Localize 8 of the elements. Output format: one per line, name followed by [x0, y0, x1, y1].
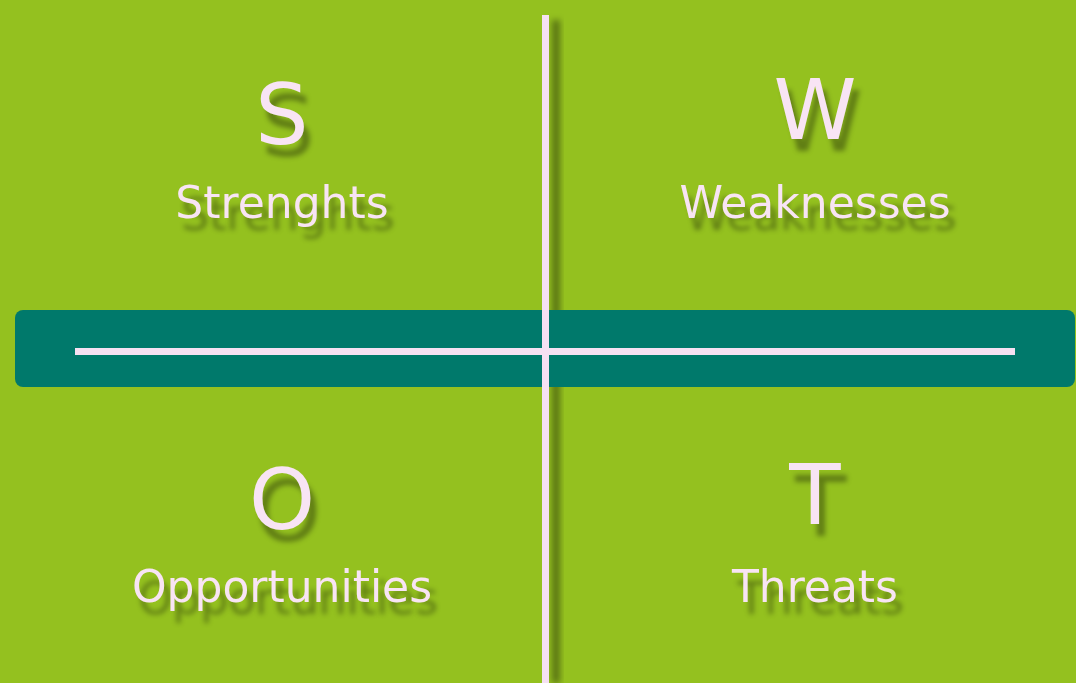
quadrant-letter: O	[248, 458, 316, 542]
quadrant-letter: S	[255, 73, 309, 157]
quadrant-letter: W	[773, 68, 857, 152]
quadrant-title: Opportunities	[131, 565, 433, 609]
quadrant-title: Strenghts	[175, 181, 389, 225]
quadrant-letter: T	[789, 453, 841, 537]
quadrant-title: Threats	[731, 565, 899, 609]
quadrant-title: Weaknesses	[679, 181, 951, 225]
